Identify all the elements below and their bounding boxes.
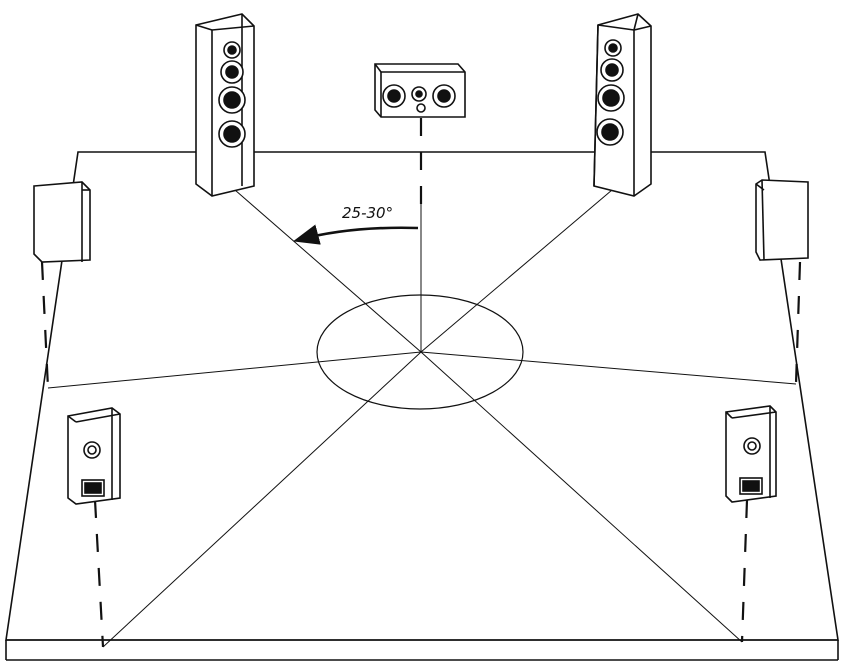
line-to-front-left: [234, 189, 422, 353]
front-left-tower-speaker: [195, 13, 255, 197]
rear-left-speaker: [67, 407, 121, 505]
side-right-surround-speaker: [755, 179, 809, 261]
center-speaker: [374, 63, 466, 118]
listening-position-ellipse: [316, 294, 524, 410]
line-to-front-right: [420, 189, 613, 353]
side-left-surround-speaker: [33, 181, 91, 263]
rear-right-speaker: [725, 405, 777, 503]
angle-label: 25-30°: [342, 204, 393, 222]
floor-plane: [5, 151, 839, 661]
dashed-leader-lines: [40, 118, 802, 648]
line-to-side-left: [47, 351, 422, 389]
front-right-tower-speaker: [593, 13, 652, 197]
line-to-side-right: [420, 351, 797, 385]
angle-indicator: 25-30°: [292, 204, 419, 245]
